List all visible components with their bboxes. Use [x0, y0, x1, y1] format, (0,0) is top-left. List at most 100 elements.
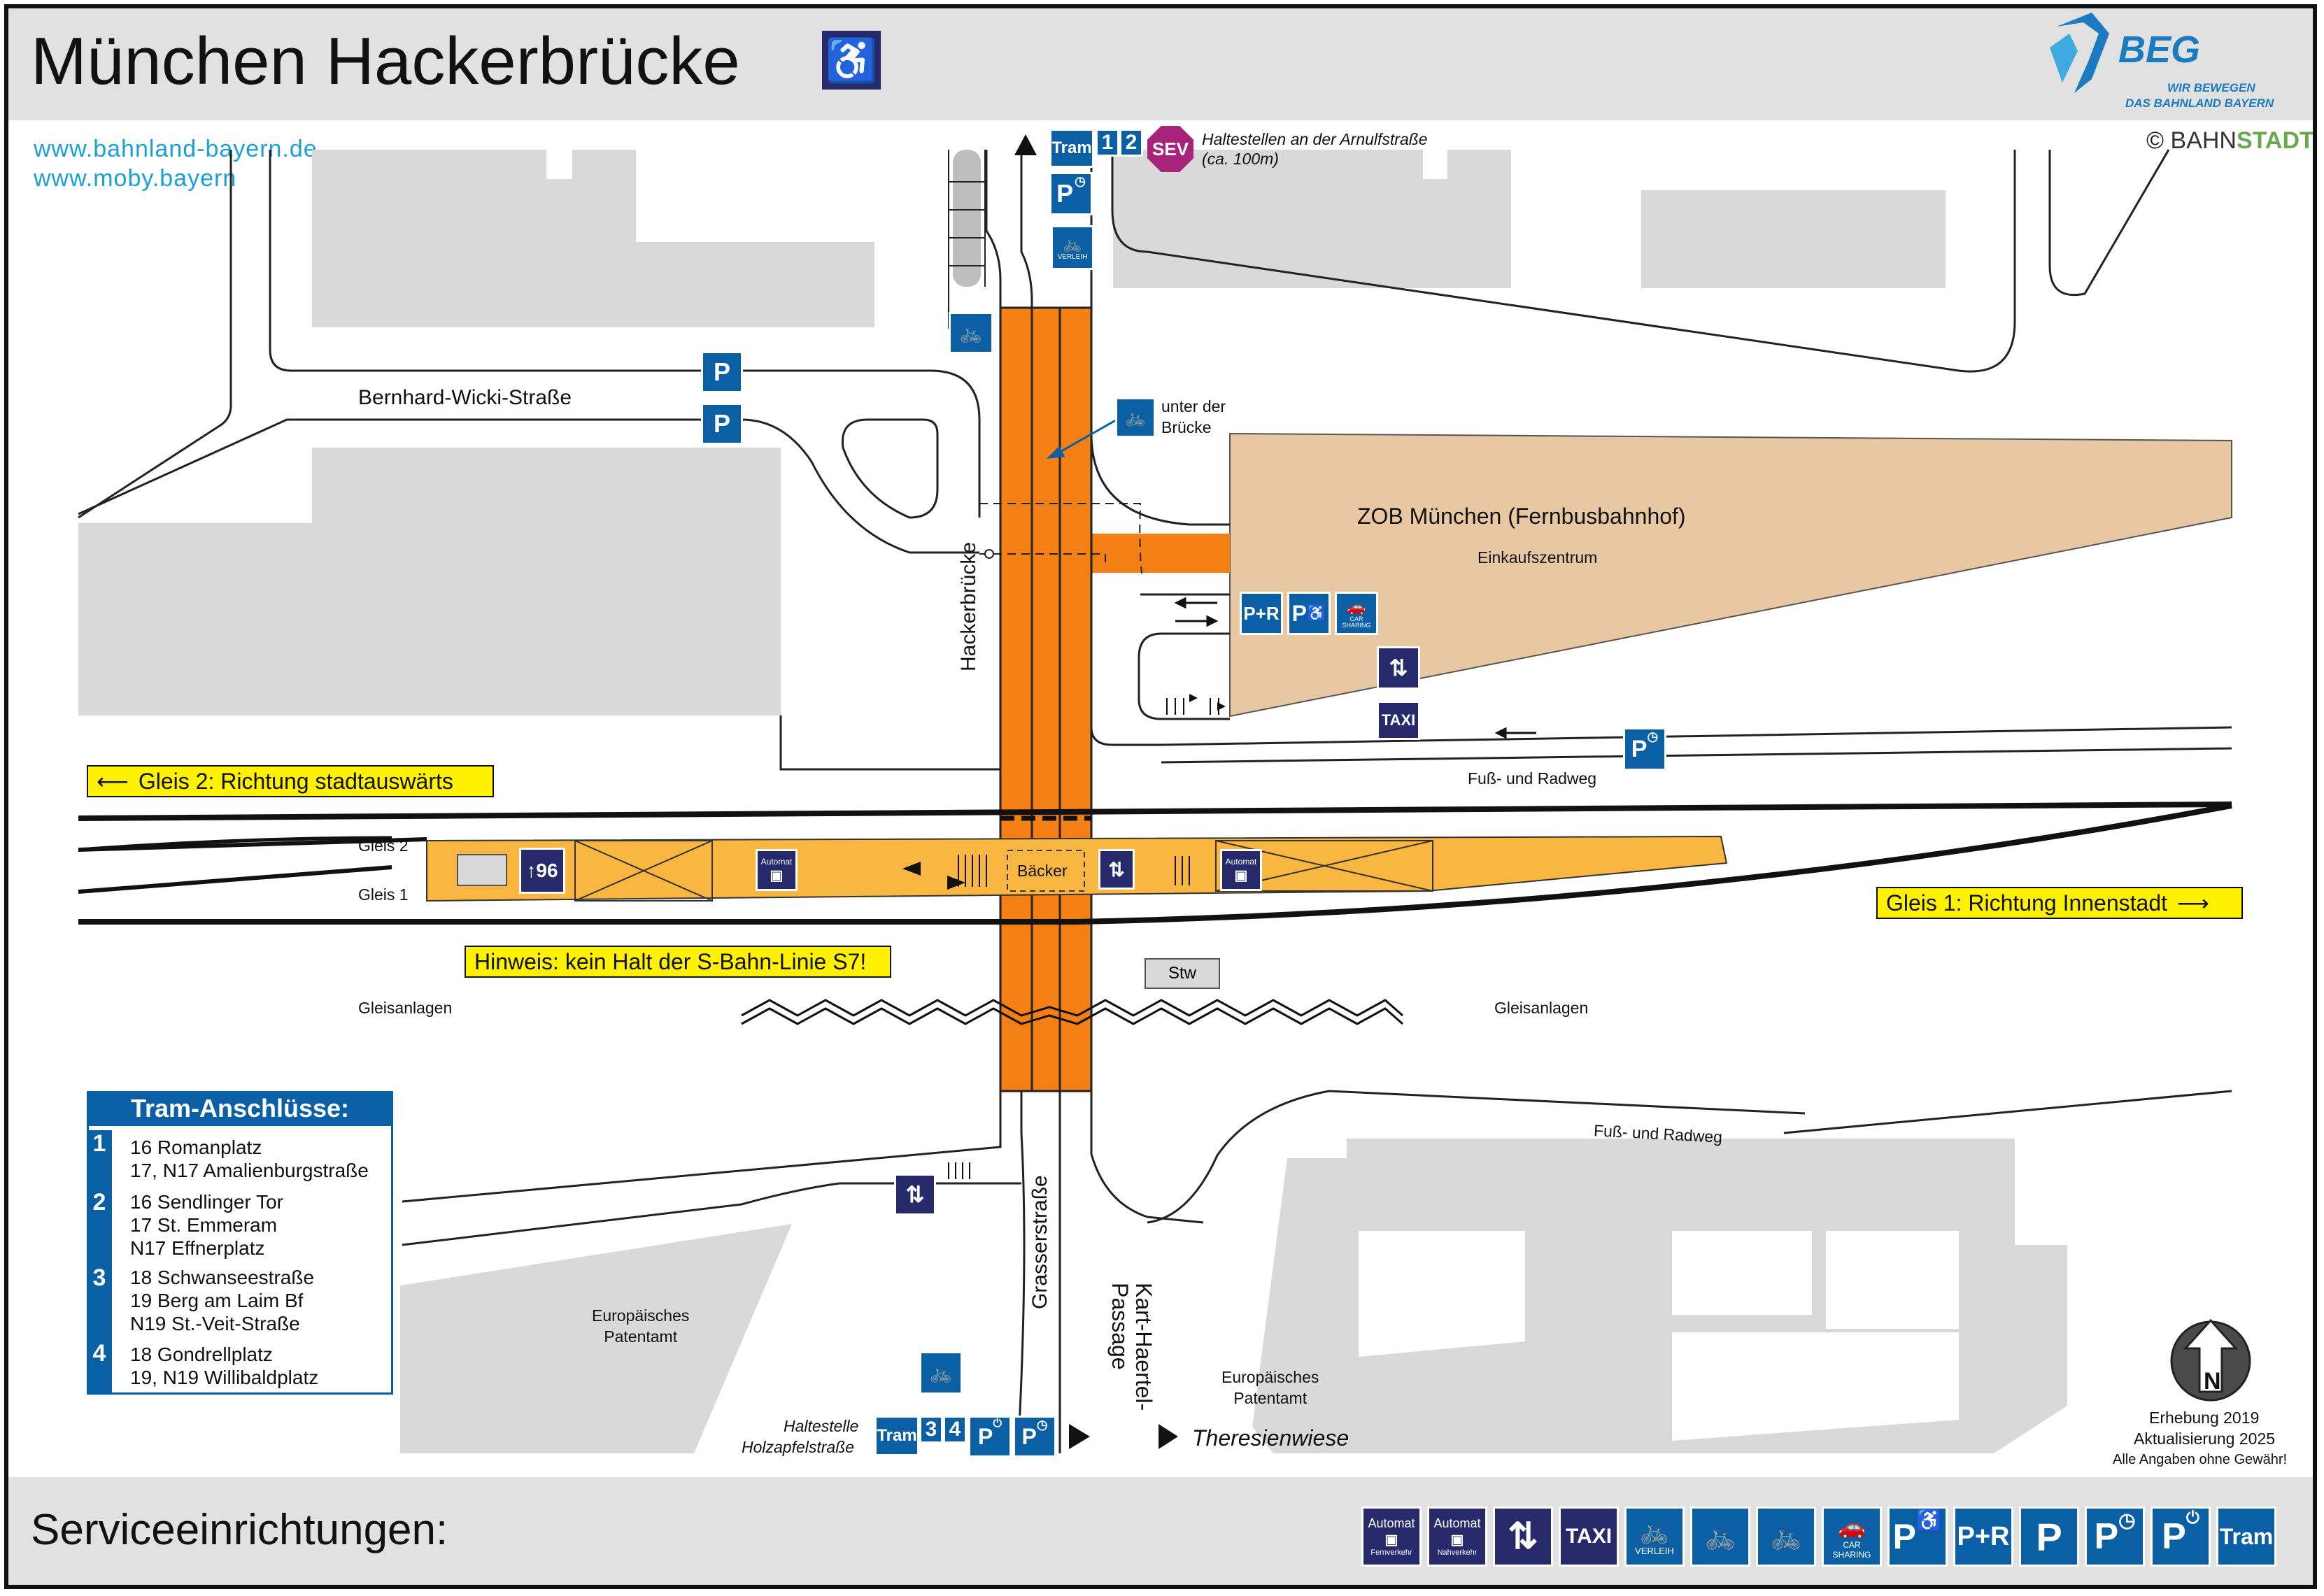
- tram-connections-title: Tram-Anschlüsse:: [87, 1091, 393, 1126]
- building-patent-left: [400, 1224, 792, 1453]
- footer-icon-label: P: [2094, 1516, 2119, 1557]
- tram-icon: Tram: [2216, 1506, 2276, 1567]
- footer-icon-label: Automat: [1368, 1516, 1415, 1530]
- beg-logo: BEG WIR BEWEGEN DAS BAHNLAND BAYERN: [2050, 13, 2288, 114]
- web-links-box: [27, 130, 334, 200]
- ticket-machine-sign-2: Automat▣: [1220, 849, 1262, 891]
- tram-sign-north: Tram: [1049, 129, 1094, 168]
- short-term-parking-sign-zob: P◷: [1623, 727, 1666, 771]
- bike-icon: 🚲: [1770, 1522, 1802, 1551]
- baecker-label: Bäcker: [1017, 862, 1068, 880]
- ticket-icon: ▣: [1384, 1532, 1398, 1548]
- sev-text: SEV: [1152, 138, 1189, 159]
- building-west: [78, 448, 781, 715]
- exit-number: 96: [536, 860, 558, 881]
- beg-slogan-line-1: WIR BEWEGEN: [2167, 81, 2255, 94]
- bike-parking-area: [953, 150, 981, 287]
- short-term-parking-p: P: [1631, 735, 1648, 762]
- fuss-radweg-north: Fuß- und Radweg: [1468, 769, 1597, 788]
- link-moby[interactable]: www.moby.bayern: [34, 165, 237, 192]
- short-term-parking-sign-north: P◷: [1049, 172, 1093, 215]
- copyright-stadt: STADT: [2236, 127, 2314, 154]
- stw-label: Stw: [1168, 964, 1196, 983]
- tram-group-3-number: 3: [87, 1264, 112, 1340]
- ticket-icon: ▣: [1450, 1532, 1464, 1548]
- copyright-symbol: ©: [2146, 127, 2164, 154]
- gleis2-label: Gleis 2: [358, 836, 409, 855]
- copyright: © BAHNSTADT: [2146, 127, 2314, 155]
- railway-tracks: [78, 801, 2232, 925]
- tram-group-1-line-1: 16 Romanplatz: [130, 1137, 262, 1158]
- north-arrow-marker: [1014, 134, 1037, 155]
- clock-icon: ◷: [1647, 729, 1659, 743]
- zob-subtitle: Einkaufszentrum: [1478, 548, 1598, 567]
- bike-parking-icon: 🚲: [1756, 1506, 1816, 1567]
- gleisanlagen-left: Gleisanlagen: [358, 999, 453, 1017]
- arrow-left-icon: ⟵: [97, 769, 129, 794]
- tram-group-2-number: 2: [87, 1189, 112, 1264]
- footer-title: Serviceeinrichtungen:: [31, 1506, 448, 1554]
- haltestelle-holz-2: Holzapfelstraße: [742, 1438, 855, 1456]
- gleis1-label: Gleis 1: [358, 885, 409, 904]
- courtyards: [1359, 1231, 1959, 1441]
- covered-bike-icon: 🚲: [1125, 408, 1146, 427]
- car-sharing-icon: 🚗CAR SHARING: [1822, 1506, 1882, 1567]
- unter-bruecke-1: unter der: [1161, 397, 1226, 415]
- tram-line-4-south: 4: [943, 1416, 967, 1444]
- automat-text: Automat: [760, 856, 793, 867]
- ticket-machine-fernverkehr-icon: Automat ▣Fernverkehr: [1361, 1506, 1422, 1567]
- south-arrow-left: [1159, 1424, 1178, 1449]
- tram-line-3-south: 3: [919, 1416, 943, 1444]
- buildings: [78, 150, 2067, 1453]
- sev-badge: SEV: [1147, 126, 1193, 172]
- zob-building: [1229, 432, 2232, 718]
- haltestelle-holz-1: Haltestelle: [784, 1417, 859, 1435]
- verleih-text: VERLEIH: [1057, 252, 1088, 261]
- hinweis-text: Hinweis: kein Halt der S-Bahn-Linie S7!: [474, 948, 867, 974]
- building-ne: [1641, 190, 1946, 288]
- bike-icon: 🚲: [959, 322, 983, 343]
- tram-group-3-line-2: 19 Berg am Laim Bf: [130, 1290, 304, 1311]
- parking-sign-2: P: [701, 403, 743, 445]
- zob-title: ZOB München (Fernbusbahnhof): [1357, 504, 1686, 529]
- platform: [426, 835, 1728, 902]
- tram-line-2-north: 2: [1119, 129, 1143, 157]
- covered-bike-icon: 🚲: [1704, 1522, 1736, 1551]
- aktualisierung-text: Aktualisierung 2025: [2134, 1430, 2276, 1448]
- ticket-icon: ▣: [1234, 867, 1248, 883]
- bike-icon: 🚲: [1063, 234, 1082, 252]
- beg-logo-text: BEG: [2118, 29, 2201, 71]
- gleis1-direction-text: Gleis 1: Richtung Innenstadt: [1886, 890, 2168, 915]
- elevator-sign-south: ⇅: [894, 1174, 936, 1216]
- taxi-icon: TAXI: [1559, 1506, 1619, 1567]
- bike-parking-lines: [948, 150, 986, 329]
- ticket-machine-nahverkehr-icon: Automat▣Nahverkehr: [1427, 1506, 1487, 1567]
- tram-group-4-line-1: 18 Gondrellplatz: [130, 1344, 273, 1365]
- tram-group-3-line-1: 18 Schwanseestraße: [130, 1267, 315, 1288]
- bike-rental-sign: 🚲VERLEIH: [1051, 225, 1094, 270]
- automat-text: Automat: [1225, 856, 1257, 867]
- footer-icon-sub: Fernverkehr: [1370, 1548, 1412, 1557]
- bike-parking-sign-north: 🚲: [949, 312, 993, 354]
- accessible-parking-sign: P♿: [1287, 592, 1331, 635]
- building-n-center: [1113, 150, 1511, 288]
- tram-group-1-number: 1: [87, 1130, 112, 1189]
- tram-group-4-line-2: 19, N19 Willibaldplatz: [130, 1367, 319, 1388]
- tram-connections-panel: [87, 1091, 393, 1395]
- elevator-icon: ⇅: [1493, 1506, 1553, 1567]
- page-title: München Hackerbrücke: [31, 24, 740, 99]
- bike-icon: 🚲: [929, 1362, 953, 1383]
- tram-group-2-line-3: N17 Effnerplatz: [130, 1237, 265, 1259]
- car-sharing-text: CAR SHARING: [1342, 615, 1371, 629]
- header-bar: [8, 8, 2316, 120]
- accessible-parking-icon: P♿: [1887, 1506, 1948, 1567]
- short-term-parking-p: P: [1056, 179, 1074, 208]
- tram-group-3-line-3: N19 St.-Veit-Straße: [130, 1313, 300, 1334]
- wheelchair-icon: ♿: [1916, 1509, 1943, 1532]
- plug-icon: ⏻: [993, 1418, 1002, 1430]
- tram-group-2-line-1: 16 Sendlinger Tor: [130, 1191, 283, 1213]
- arrow-right-icon: ⟶: [2177, 890, 2209, 915]
- gleisanlagen-right: Gleisanlagen: [1494, 999, 1589, 1017]
- clock-icon: ◷: [2118, 1509, 2136, 1531]
- north-compass-icon: [2170, 1318, 2251, 1402]
